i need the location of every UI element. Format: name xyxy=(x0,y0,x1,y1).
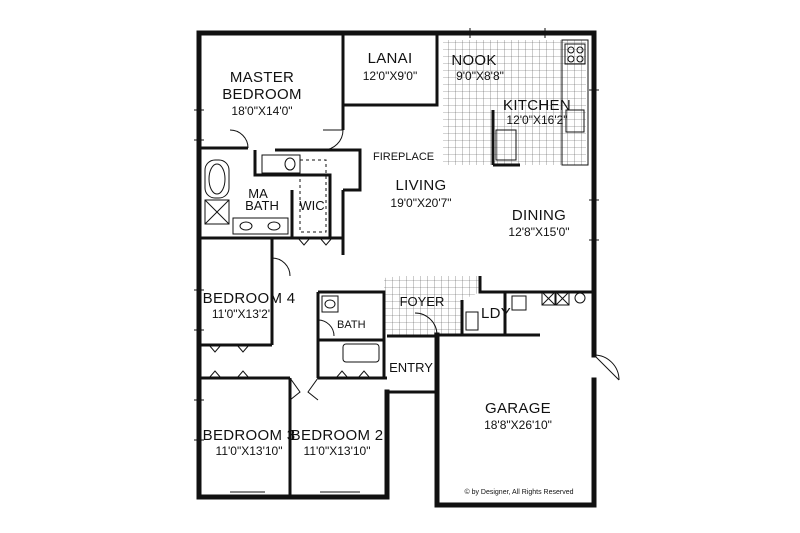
bedroom2-name: BEDROOM 2 xyxy=(291,427,384,444)
entry-name: ENTRY xyxy=(389,360,433,375)
ma-bath-name: MA xyxy=(248,186,268,201)
exterior-walls xyxy=(196,30,597,508)
doors xyxy=(208,129,620,401)
wic-name: WIC xyxy=(299,198,324,213)
ldy-name: LDY xyxy=(481,305,511,322)
bedroom2-dims: 11'0"X13'10" xyxy=(304,444,371,458)
room-labels: MASTER BEDROOM 18'0"X14'0" LANAI 12'0"X9… xyxy=(203,50,574,496)
nook-name: NOOK xyxy=(451,52,496,69)
garage-dims: 18'8"X26'10" xyxy=(484,418,552,432)
bedroom3-name: BEDROOM 3 xyxy=(203,427,296,444)
lanai-name: LANAI xyxy=(368,50,413,67)
bedroom4-dims: 11'0"X13'2" xyxy=(212,307,272,321)
copyright-text: © by Designer, All Rights Reserved xyxy=(464,488,573,496)
kitchen-dims: 12'0"X16'2" xyxy=(506,113,567,127)
master-bedroom-name-line2: BEDROOM xyxy=(222,86,302,103)
bedroom3-dims: 11'0"X13'10" xyxy=(216,444,283,458)
bedroom4-name: BEDROOM 4 xyxy=(203,290,296,307)
master-bedroom-name: MASTER xyxy=(230,69,294,86)
master-bedroom-dims: 18'0"X14'0" xyxy=(231,104,292,118)
dining-dims: 12'8"X15'0" xyxy=(508,225,569,239)
living-dims: 19'0"X20'7" xyxy=(390,196,451,210)
fixtures xyxy=(204,39,589,363)
garage-name: GARAGE xyxy=(485,400,551,417)
nook-dims: 9'0"X8'8" xyxy=(456,69,504,83)
foyer-name: FOYER xyxy=(400,294,445,309)
windows xyxy=(194,28,599,493)
bath-name: BATH xyxy=(337,319,366,331)
fireplace-name: FIREPLACE xyxy=(373,151,434,163)
kitchen-name: KITCHEN xyxy=(503,97,571,114)
dining-name: DINING xyxy=(512,207,566,224)
lanai-dims: 12'0"X9'0" xyxy=(363,69,417,83)
ma-bath-name-line2: BATH xyxy=(245,198,279,213)
interior-walls xyxy=(199,31,594,497)
living-name: LIVING xyxy=(396,177,447,194)
